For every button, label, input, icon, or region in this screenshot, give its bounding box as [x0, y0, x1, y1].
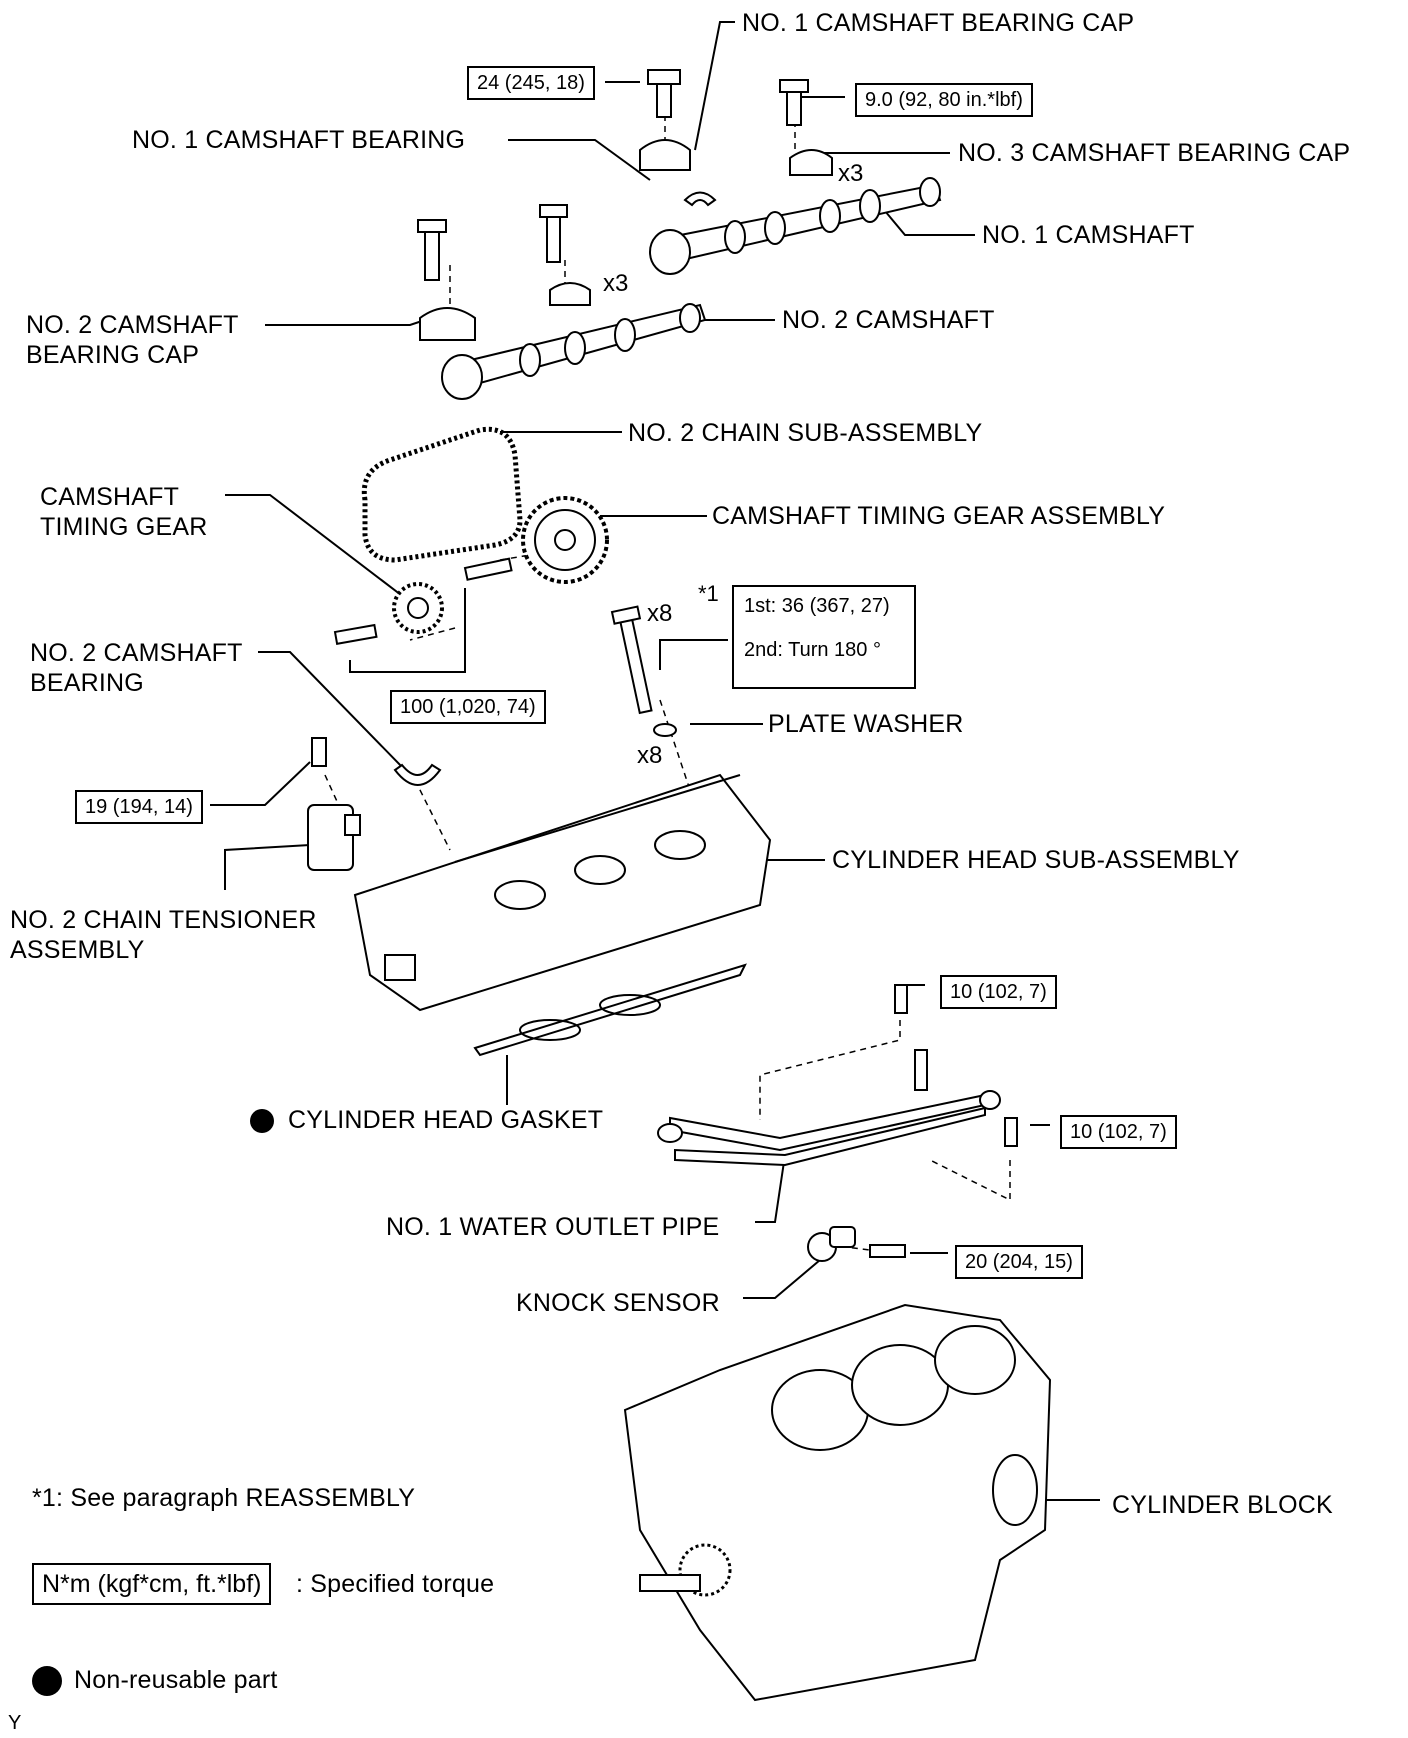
no2-chain-drawing	[361, 426, 523, 563]
corner-code: Y	[8, 1712, 22, 1734]
cylinder-block-drawing	[623, 1303, 1052, 1702]
gear-bolts-drawing	[333, 557, 513, 645]
label-line: TIMING GEAR	[40, 513, 208, 541]
torque-pipe-top: 10 (102, 7)	[940, 975, 1057, 1009]
label-line: CAMSHAFT	[40, 483, 180, 511]
head-bolt-step2: 2nd: Turn 180 °	[744, 639, 881, 661]
qty-head-bolt: x8	[647, 600, 673, 627]
label-no2-camshaft-bearing-cap: NO. 2 CAMSHAFT BEARING CAP	[26, 310, 239, 370]
qty-cap3: x3	[838, 160, 864, 187]
label-no1-water-outlet-pipe: NO. 1 WATER OUTLET PIPE	[386, 1213, 720, 1241]
legend-non-reusable: Non-reusable part	[74, 1666, 278, 1694]
cylinder-head-gasket-drawing	[473, 963, 747, 1057]
camshaft-timing-gear-drawing	[392, 582, 444, 634]
label-line: BEARING	[30, 669, 144, 697]
leader-lines	[210, 21, 1100, 1501]
torque-gear-bolts: 100 (1,020, 74)	[390, 690, 546, 724]
knock-sensor-drawing	[807, 1226, 906, 1262]
label-cylinder-head-sub-assembly: CYLINDER HEAD SUB-ASSEMBLY	[832, 846, 1240, 874]
label-camshaft-timing-gear: CAMSHAFT TIMING GEAR	[40, 482, 207, 542]
torque-cap3: 9.0 (92, 80 in.*lbf)	[855, 83, 1033, 117]
legend-torque-unit-box: N*m (kgf*cm, ft.*lbf)	[32, 1563, 272, 1605]
label-no2-camshaft-bearing: NO. 2 CAMSHAFT BEARING	[30, 638, 243, 698]
no1-camshaft-drawing	[649, 177, 942, 275]
label-cylinder-head-gasket: CYLINDER HEAD GASKET	[288, 1106, 604, 1134]
label-camshaft-timing-gear-assembly: CAMSHAFT TIMING GEAR ASSEMBLY	[712, 502, 1166, 530]
label-no3-camshaft-bearing-cap: NO. 3 CAMSHAFT BEARING CAP	[958, 139, 1351, 167]
label-plate-washer: PLATE WASHER	[768, 710, 964, 738]
torque-pipe-right: 10 (102, 7)	[1060, 1115, 1177, 1149]
no2-camshaft-bearing-drawing	[393, 763, 442, 786]
label-line: BEARING CAP	[26, 341, 200, 369]
torque-knock-sensor: 20 (204, 15)	[955, 1245, 1083, 1279]
legend-non-reusable-dot-icon	[32, 1666, 62, 1696]
label-no1-camshaft-bearing: NO. 1 CAMSHAFT BEARING	[132, 126, 466, 154]
label-knock-sensor: KNOCK SENSOR	[516, 1289, 720, 1317]
legend-note: *1: See paragraph REASSEMBLY	[32, 1484, 416, 1512]
label-line: NO. 2 CAMSHAFT	[26, 311, 239, 339]
label-no1-camshaft: NO. 1 CAMSHAFT	[982, 221, 1195, 249]
note-marker: *1	[698, 581, 719, 606]
label-no2-chain-tensioner-assembly: NO. 2 CHAIN TENSIONER ASSEMBLY	[10, 905, 317, 965]
label-line: NO. 2 CAMSHAFT	[30, 639, 243, 667]
label-cylinder-block: CYLINDER BLOCK	[1112, 1491, 1333, 1519]
legend-torque-desc: : Specified torque	[296, 1570, 495, 1598]
no2-camshaft-drawing	[441, 303, 707, 400]
qty-plate-washer: x8	[637, 742, 663, 769]
label-no2-camshaft: NO. 2 CAMSHAFT	[782, 306, 995, 334]
label-no2-chain-sub-assembly: NO. 2 CHAIN SUB-ASSEMBLY	[628, 419, 983, 447]
water-outlet-pipe-drawing	[657, 984, 1018, 1167]
chain-tensioner-drawing	[307, 737, 361, 871]
no2-camshaft-bearing-cap-drawing	[417, 204, 591, 341]
label-line: ASSEMBLY	[10, 936, 145, 964]
no1-camshaft-bearing-cap-drawing	[639, 69, 717, 207]
label-line: NO. 2 CHAIN TENSIONER	[10, 906, 317, 934]
head-bolt-drawing	[610, 605, 677, 737]
camshaft-timing-gear-assembly-drawing	[521, 496, 609, 584]
qty-cap2: x3	[603, 270, 629, 297]
no3-camshaft-bearing-cap-drawing	[779, 79, 833, 176]
torque-tensioner: 19 (194, 14)	[75, 790, 203, 824]
head-bolt-step1: 1st: 36 (367, 27)	[744, 595, 890, 617]
torque-cap1: 24 (245, 18)	[467, 66, 595, 100]
label-no1-camshaft-bearing-cap: NO. 1 CAMSHAFT BEARING CAP	[742, 9, 1135, 37]
cylinder-head-drawing	[353, 773, 772, 1012]
head-bolt-torque-box: 1st: 36 (367, 27) 2nd: Turn 180 °	[732, 585, 916, 689]
non-reusable-dot-icon	[250, 1109, 274, 1133]
